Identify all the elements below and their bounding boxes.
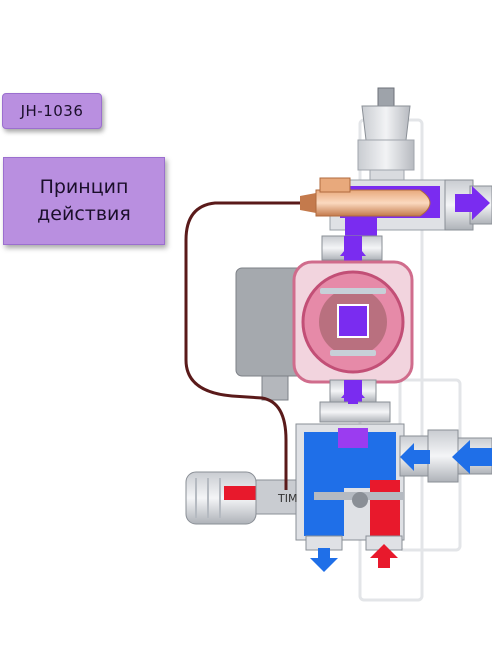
arrow-left-icon [452, 440, 492, 474]
capillary-tube [184, 201, 300, 490]
air-vent [357, 87, 415, 185]
arrow-left-icon [400, 443, 430, 471]
pump-icon [235, 260, 414, 401]
arrow-up-icon [341, 384, 365, 404]
bottom-outlets [305, 535, 403, 551]
model-label-text: JH-1036 [20, 102, 84, 120]
mixing-valve-block [295, 423, 405, 541]
title-line-1: Принцип [39, 176, 129, 198]
arrow-up-icon [340, 240, 366, 266]
arrow-right-icon [455, 186, 490, 220]
title-line-2: действия [37, 203, 131, 225]
thermostat-head-icon [185, 471, 297, 525]
model-label: JH-1036 [2, 93, 102, 129]
temperature-sensor [300, 177, 431, 217]
arrow-down-icon [310, 548, 338, 572]
valve-text: TIM [277, 492, 297, 505]
title-label: Принцип действия [3, 157, 165, 245]
arrow-up-icon [370, 544, 398, 568]
